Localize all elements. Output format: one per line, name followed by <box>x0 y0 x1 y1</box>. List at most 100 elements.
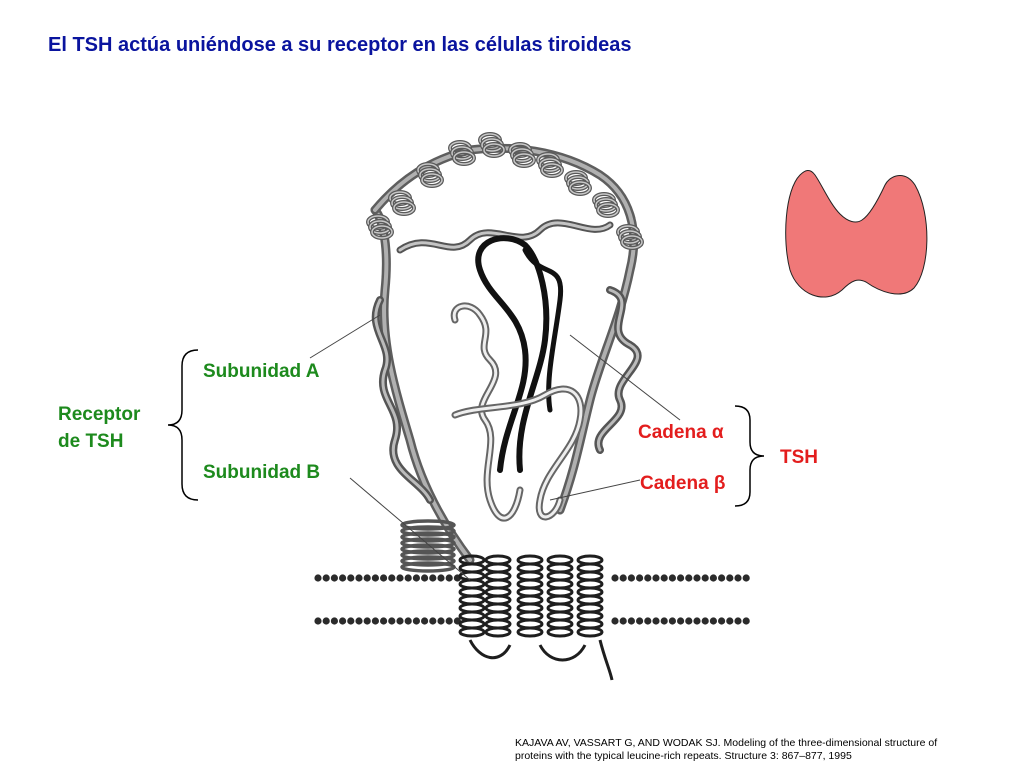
membrane-bead <box>404 617 412 625</box>
cell-membrane <box>314 574 750 625</box>
membrane-bead <box>445 617 453 625</box>
leader-line-subunit-a <box>309 314 381 359</box>
membrane-bead <box>677 617 685 625</box>
subunit-b-coil <box>400 561 456 573</box>
membrane-bead <box>718 574 726 582</box>
membrane-bead <box>611 574 619 582</box>
label-cadena-beta: Cadena β <box>640 473 726 494</box>
subunit-b-coil <box>400 537 456 549</box>
leucine-rich-repeat-coils <box>366 132 644 250</box>
label-subunidad-b: Subunidad B <box>203 462 321 483</box>
membrane-bead <box>437 574 445 582</box>
membrane-bead <box>339 574 347 582</box>
leader-line-cadena-alpha <box>569 334 681 421</box>
coil-loop-highlight <box>513 153 535 167</box>
coil-loop-highlight <box>597 203 619 217</box>
membrane-bead <box>396 617 404 625</box>
membrane-bead <box>421 617 429 625</box>
coil-loop-highlight <box>371 225 393 239</box>
citation-line2: proteins with the typical leucine-rich r… <box>515 750 852 762</box>
membrane-bead <box>644 574 652 582</box>
membrane-bead <box>685 574 693 582</box>
membrane-bead <box>668 617 677 625</box>
coil-loop-highlight <box>569 181 591 195</box>
coil-loop-highlight <box>621 235 643 249</box>
membrane-bead <box>355 574 363 582</box>
coil-loop-highlight <box>393 201 415 215</box>
subunit-b-coil <box>400 525 456 537</box>
membrane-bead <box>660 617 668 625</box>
membrane-bead <box>429 617 437 625</box>
label-tsh: TSH <box>780 447 818 468</box>
membrane-bead <box>693 617 701 625</box>
membrane-bead <box>363 617 371 625</box>
membrane-bead <box>347 617 355 625</box>
membrane-bead <box>742 574 750 582</box>
membrane-bead <box>619 574 627 582</box>
membrane-bead <box>330 574 338 582</box>
tsh-chain-alpha-structure <box>475 235 564 473</box>
membrane-bead <box>388 574 396 582</box>
membrane-bead <box>396 574 404 582</box>
transmembrane-helices <box>458 554 614 681</box>
helix-turn <box>546 626 574 638</box>
membrane-bead <box>355 617 363 625</box>
subunit-b-coil <box>400 519 456 531</box>
receptor-brace <box>167 349 199 501</box>
membrane-bead <box>660 574 668 582</box>
membrane-bead <box>685 617 693 625</box>
label-subunidad-a: Subunidad A <box>203 361 320 382</box>
membrane-bead <box>611 617 619 625</box>
thyroid-gland-illustration <box>785 170 928 298</box>
leader-line-subunit-b <box>349 477 471 581</box>
subunit-b-coil <box>400 543 456 555</box>
subunit-b-coil <box>400 531 456 543</box>
membrane-bead <box>627 574 636 582</box>
helix-turn <box>484 626 512 638</box>
subunit-b-coil <box>400 555 456 567</box>
membrane-bead <box>380 617 388 625</box>
membrane-bead <box>388 617 396 625</box>
membrane-bead <box>347 574 355 582</box>
membrane-bead <box>330 617 338 625</box>
membrane-bead <box>677 574 685 582</box>
membrane-bead <box>421 574 429 582</box>
membrane-bead <box>412 617 420 625</box>
membrane-bead <box>734 574 742 582</box>
subunit-b-coil <box>400 549 456 561</box>
label-receptor-line1: Receptor <box>58 404 141 425</box>
membrane-bead <box>718 617 726 625</box>
membrane-bead <box>619 617 627 625</box>
membrane-bead <box>644 617 652 625</box>
intracellular-loops <box>468 639 614 681</box>
helix-turn <box>576 626 604 638</box>
membrane-bead <box>742 617 750 625</box>
membrane-bead <box>701 574 709 582</box>
coil-loop-highlight <box>541 163 563 177</box>
membrane-bead <box>437 617 445 625</box>
citation-line1: KAJAVA AV, VASSART G, AND WODAK SJ. Mode… <box>515 737 938 749</box>
membrane-bead <box>709 574 718 582</box>
membrane-bead <box>404 574 412 582</box>
membrane-bead <box>314 617 322 625</box>
membrane-bead <box>636 574 644 582</box>
membrane-bead <box>627 617 636 625</box>
membrane-bead <box>322 574 330 582</box>
membrane-bead <box>726 574 734 582</box>
label-receptor-line2: de TSH <box>58 431 124 452</box>
leader-line-cadena-beta <box>549 479 641 501</box>
membrane-bead <box>412 574 420 582</box>
coil-loop-highlight <box>483 143 505 157</box>
tsh-chain-beta-structure <box>450 302 585 522</box>
tsh-brace <box>734 405 765 507</box>
membrane-bead <box>363 574 371 582</box>
membrane-bead <box>429 574 437 582</box>
helix-turn <box>516 626 544 638</box>
membrane-bead <box>445 574 453 582</box>
membrane-bead <box>371 574 379 582</box>
membrane-bead <box>652 617 660 625</box>
membrane-bead <box>701 617 709 625</box>
membrane-bead <box>709 617 718 625</box>
membrane-bead <box>636 617 644 625</box>
membrane-bead <box>322 617 330 625</box>
